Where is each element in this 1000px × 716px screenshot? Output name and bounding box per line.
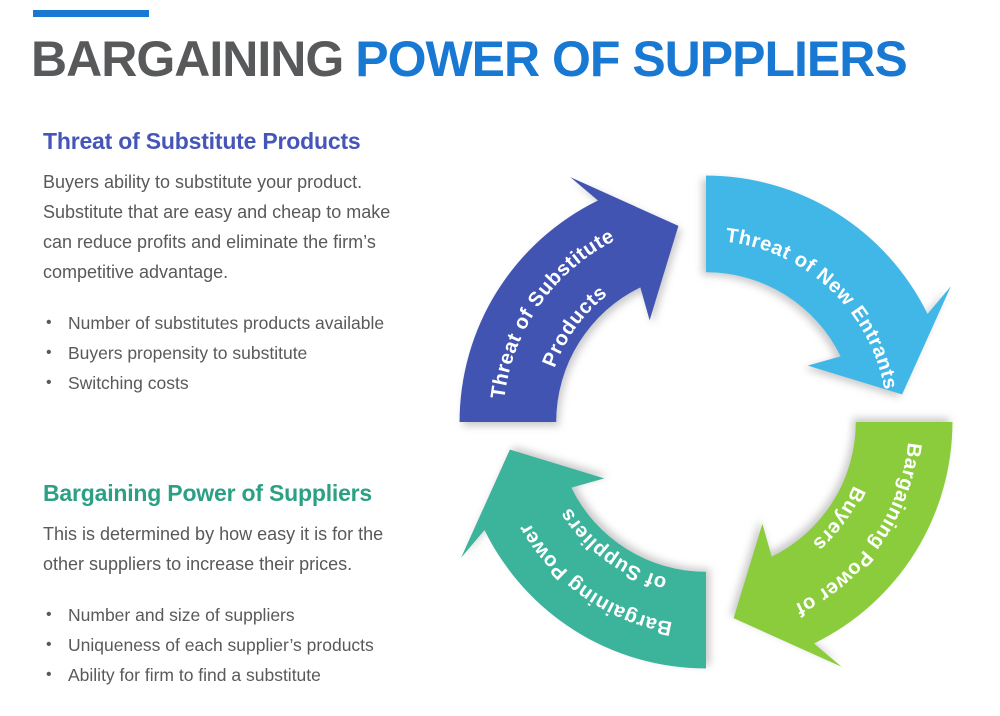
cycle-segment-threat-of-substitute-products: Threat of Substitute Products	[459, 177, 679, 422]
list-item: Number of substitutes products available	[43, 308, 421, 338]
page-title-part2: POWER OF SUPPLIERS	[355, 31, 908, 87]
list-item: Ability for firm to find a substitute	[43, 660, 421, 690]
section-body: This is determined by how easy it is for…	[43, 524, 384, 574]
list-item: Switching costs	[43, 368, 421, 398]
cycle-segment-bargaining-power-of-suppliers: Bargaining Power of Suppliers	[461, 449, 706, 669]
list-item: Uniqueness of each supplier’s products	[43, 630, 421, 660]
cycle-segment-threat-of-new-entrants: Threat of New Entrants	[706, 175, 951, 395]
page-title-part1: BARGAINING	[31, 31, 344, 87]
section-heading: Threat of Substitute Products	[43, 128, 361, 154]
curved-arrow-shape	[706, 175, 951, 395]
list-item: Number and size of suppliers	[43, 600, 421, 630]
title-accent-bar	[33, 10, 149, 17]
section-body: Buyers ability to substitute your produc…	[43, 172, 391, 282]
cycle-diagram: Threat of Substitute Products Threat of …	[459, 175, 953, 669]
section-bargaining-power-of-suppliers: Bargaining Power of Suppliers This is de…	[43, 480, 421, 690]
list-item: Buyers propensity to substitute	[43, 338, 421, 368]
section-threat-of-substitute-products: Threat of Substitute Products Buyers abi…	[43, 128, 421, 398]
bullet-list: Number of substitutes products available…	[43, 308, 421, 398]
cycle-segment-bargaining-power-of-buyers: Bargaining Power of Buyers	[733, 422, 953, 667]
bullet-list: Number and size of suppliers Uniqueness …	[43, 600, 421, 690]
section-heading: Bargaining Power of Suppliers	[43, 480, 373, 506]
